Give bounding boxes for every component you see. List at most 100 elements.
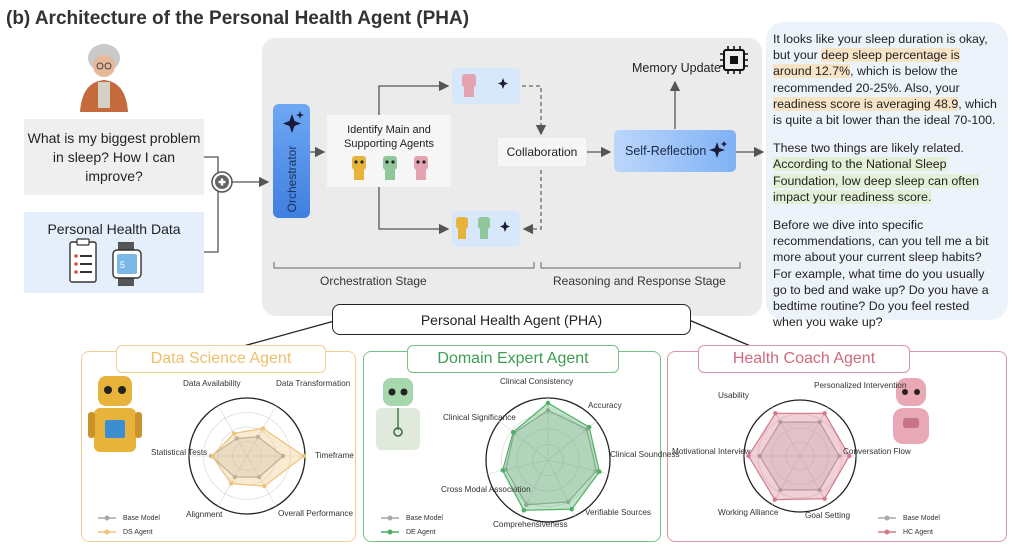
- radar-point: [231, 431, 237, 436]
- radar-point: [521, 508, 526, 513]
- health-coach-agent-title: Health Coach Agent: [698, 345, 910, 373]
- response-paragraph-2: These two things are likely related. Acc…: [773, 141, 979, 204]
- radar-point: [817, 419, 822, 425]
- radar-spoke: [246, 455, 277, 507]
- radar-point: [772, 497, 777, 502]
- radar-point: [262, 483, 267, 489]
- radar-axis-label: Alignment: [186, 510, 223, 519]
- health-data-label: Personal Health Data: [47, 221, 181, 237]
- main-agent-robot-icon: [462, 74, 508, 97]
- pha-label-box: Personal Health Agent (PHA): [332, 304, 691, 335]
- legend-label: HC Agent: [903, 529, 933, 536]
- radar-axis-label: Motivational Interview: [672, 447, 751, 456]
- legend-label: DE Agent: [406, 529, 436, 536]
- legend-label: Base Model: [123, 515, 160, 522]
- radar-axis-label: Data Availability: [183, 379, 241, 388]
- domain-expert-robot-icon: [376, 378, 420, 450]
- user-query-text: What is my biggest problem in sleep? How…: [27, 130, 201, 184]
- radar-point: [234, 436, 239, 441]
- radar-spoke: [499, 421, 549, 461]
- radar-spoke: [799, 455, 829, 505]
- radar-point: [510, 430, 516, 435]
- radar-spoke: [771, 455, 801, 505]
- reasoning-stage-label: Reasoning and Response Stage: [553, 274, 726, 288]
- self-reflection-label: Self-Reflection: [625, 144, 707, 158]
- radar-point: [778, 419, 783, 425]
- radar-point: [210, 453, 215, 459]
- legend-swatch-dot: [884, 515, 890, 521]
- radar-point: [255, 434, 261, 440]
- radar-point: [757, 453, 762, 459]
- memory-update-label: Memory Update: [632, 61, 721, 75]
- clipboard-icon: [69, 238, 97, 283]
- radar-point: [837, 453, 842, 459]
- legend-label: Base Model: [406, 515, 443, 522]
- radar-point: [260, 426, 266, 431]
- radar-point: [587, 424, 592, 430]
- radar-point: [500, 468, 505, 473]
- radar-axis-label: Data Transformation: [276, 379, 351, 388]
- radar-axis-label: Cross Modal Association: [441, 485, 531, 494]
- radar-axis-label: Personalized Intervention: [814, 381, 907, 390]
- radar-point: [746, 453, 751, 459]
- smartwatch-icon: 5: [112, 242, 142, 286]
- radar-point: [778, 487, 783, 493]
- radar-spoke: [547, 459, 576, 517]
- domain-expert-agent-title: Domain Expert Agent: [407, 345, 619, 373]
- radar-point: [597, 469, 602, 474]
- radar-point: [301, 453, 306, 459]
- radar-spoke: [217, 405, 248, 457]
- radar-point: [545, 400, 551, 406]
- legend-swatch-dot: [387, 529, 393, 535]
- identify-agents-label: Identify Main and Supporting Agents: [344, 124, 434, 150]
- legend-swatch-dot: [104, 529, 110, 535]
- radar-axis-label: Conversation Flow: [843, 447, 911, 456]
- response-paragraph-1: It looks like your sleep duration is oka…: [773, 32, 997, 128]
- radar-axis-label: Accuracy: [588, 401, 622, 410]
- data-science-robot-icon: [88, 376, 142, 452]
- radar-axis-label: Goal Setting: [805, 511, 851, 520]
- radar-axis-label: Overall Performance: [278, 509, 354, 518]
- radar-spoke: [246, 405, 277, 457]
- radar-axis-label: Verifiable Sources: [585, 508, 651, 517]
- health-coach-robot-icon: [893, 378, 929, 444]
- radar-series-agent: [502, 402, 601, 511]
- radar-axis-label: Clinical Soundness: [610, 450, 680, 459]
- collaboration-label: Collaboration: [506, 145, 578, 159]
- radar-point: [569, 507, 574, 512]
- supporting-agents-robot-icon: [456, 217, 510, 239]
- data-science-agent-title: Data Science Agent: [116, 345, 326, 373]
- radar-series-base: [505, 409, 598, 506]
- radar-axis-label: Usability: [718, 391, 749, 400]
- agent-response-panel: It looks like your sleep duration is oka…: [766, 22, 1008, 329]
- radar-point: [566, 499, 571, 505]
- radar-point: [817, 487, 822, 493]
- legend-label: Base Model: [903, 515, 940, 522]
- pha-label: Personal Health Agent (PHA): [420, 312, 603, 328]
- radar-point: [232, 474, 237, 480]
- radar-spoke: [771, 407, 801, 457]
- radar-point: [822, 411, 827, 416]
- user-query-box: What is my biggest problem in sleep? How…: [24, 119, 204, 195]
- radar-point: [545, 408, 551, 413]
- orchestration-stage-label: Orchestration Stage: [320, 274, 427, 288]
- radar-point: [257, 474, 262, 480]
- svg-text:5: 5: [120, 260, 125, 270]
- radar-point: [280, 453, 286, 459]
- response-paragraph-3: Before we dive into specific recommendat…: [773, 218, 989, 330]
- legend-swatch-dot: [884, 529, 890, 535]
- radar-axis-label: Working Alliance: [718, 508, 779, 517]
- radar-spoke: [217, 455, 248, 507]
- legend-swatch-dot: [104, 515, 110, 521]
- radar-point: [228, 481, 234, 486]
- radar-point: [524, 502, 529, 507]
